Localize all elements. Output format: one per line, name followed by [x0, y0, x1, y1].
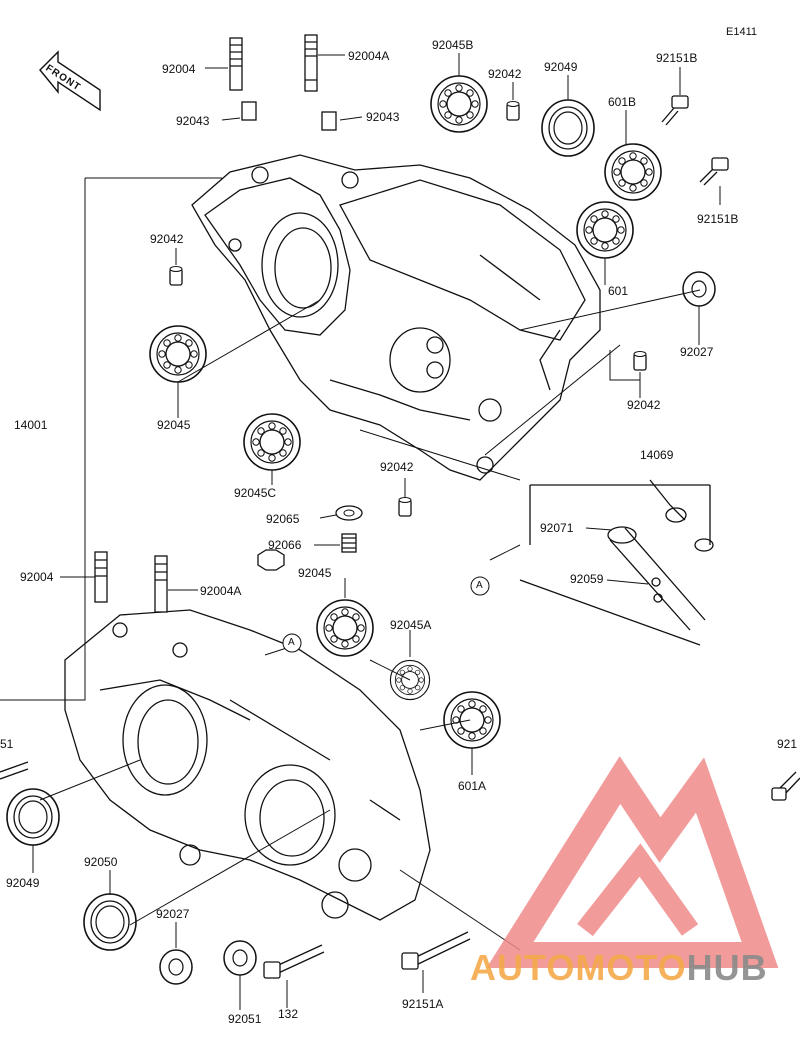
label-92045-bottom: 92045 [298, 566, 332, 580]
label-92049-bottom: 92049 [6, 876, 40, 890]
callout-a-left: A [288, 637, 295, 648]
label-51-cut: 51 [0, 737, 14, 751]
label-601A: 601A [458, 779, 487, 793]
seal-92049-bottom [6, 788, 60, 846]
label-92004-bottom: 92004 [20, 570, 54, 584]
washer-92027-bottom [159, 949, 193, 985]
bearing-92045 [149, 325, 207, 383]
label-92004A-bottom: 92004A [200, 584, 242, 598]
label-92042-right: 92042 [627, 398, 661, 412]
label-92027-right: 92027 [680, 345, 714, 359]
upper-crankcase [191, 154, 601, 481]
label-601: 601 [608, 284, 629, 298]
bearing-92045B [430, 75, 488, 133]
label-92049-top: 92049 [544, 60, 578, 74]
watermark-hub: HUB [686, 947, 768, 988]
watermark-main: AUTOMOTO [470, 947, 687, 988]
label-92042-mid: 92042 [380, 460, 414, 474]
label-92042-left: 92042 [150, 232, 184, 246]
seal-92049-top [541, 99, 595, 157]
dowel-92042-left [169, 265, 183, 286]
label-92043-right: 92043 [366, 110, 400, 124]
label-92059: 92059 [570, 572, 604, 586]
callout-a-right: A [476, 580, 483, 591]
bolts-bottom [0, 761, 800, 979]
bearing-601B [604, 143, 662, 201]
label-92045B: 92045B [432, 38, 474, 52]
label-92004-top: 92004 [162, 62, 196, 76]
plug-92066 [257, 533, 357, 571]
label-92045C: 92045C [234, 486, 277, 500]
bearing-601A [443, 691, 501, 749]
diagram-code: E1411 [726, 26, 757, 38]
bearing-92045C [243, 413, 301, 471]
lower-crankcase [64, 609, 431, 921]
bearing-601 [576, 201, 634, 259]
seal-92050 [83, 893, 137, 951]
leader-lines [0, 53, 721, 1010]
label-92151B-top: 92151B [656, 51, 698, 65]
washer-92027-right [682, 271, 716, 307]
dowel-92042-right [633, 350, 647, 371]
dowel-92042-mid [398, 496, 412, 517]
label-601B: 601B [608, 95, 637, 109]
label-92050: 92050 [84, 855, 118, 869]
label-92066: 92066 [268, 538, 302, 552]
label-92071: 92071 [540, 521, 574, 535]
label-14069: 14069 [640, 448, 674, 462]
label-92004A-top: 92004A [348, 49, 390, 63]
bolts-92151B [661, 95, 729, 186]
label-92043-left: 92043 [176, 114, 210, 128]
watermark-text: AUTOMOTOHUB [470, 948, 768, 988]
label-92042-top: 92042 [488, 67, 522, 81]
dowel-92042-top [506, 100, 520, 121]
label-92065: 92065 [266, 512, 300, 526]
front-arrow-icon [39, 50, 101, 112]
label-92045-left: 92045 [157, 418, 191, 432]
label-92027-bottom: 92027 [156, 907, 190, 921]
washer-92051 [223, 940, 257, 976]
label-92051: 92051 [228, 1012, 262, 1026]
breather-14069 [519, 479, 714, 646]
label-132: 132 [278, 1007, 299, 1021]
label-92045A: 92045A [390, 618, 432, 632]
bearing-92045-lower [316, 599, 374, 657]
label-14001: 14001 [14, 418, 48, 432]
label-92151B-mid: 92151B [697, 212, 739, 226]
label-921-cut: 921 [777, 737, 798, 751]
watermark-logo-icon [486, 756, 779, 968]
studs [94, 34, 337, 613]
label-92151A: 92151A [402, 997, 444, 1011]
